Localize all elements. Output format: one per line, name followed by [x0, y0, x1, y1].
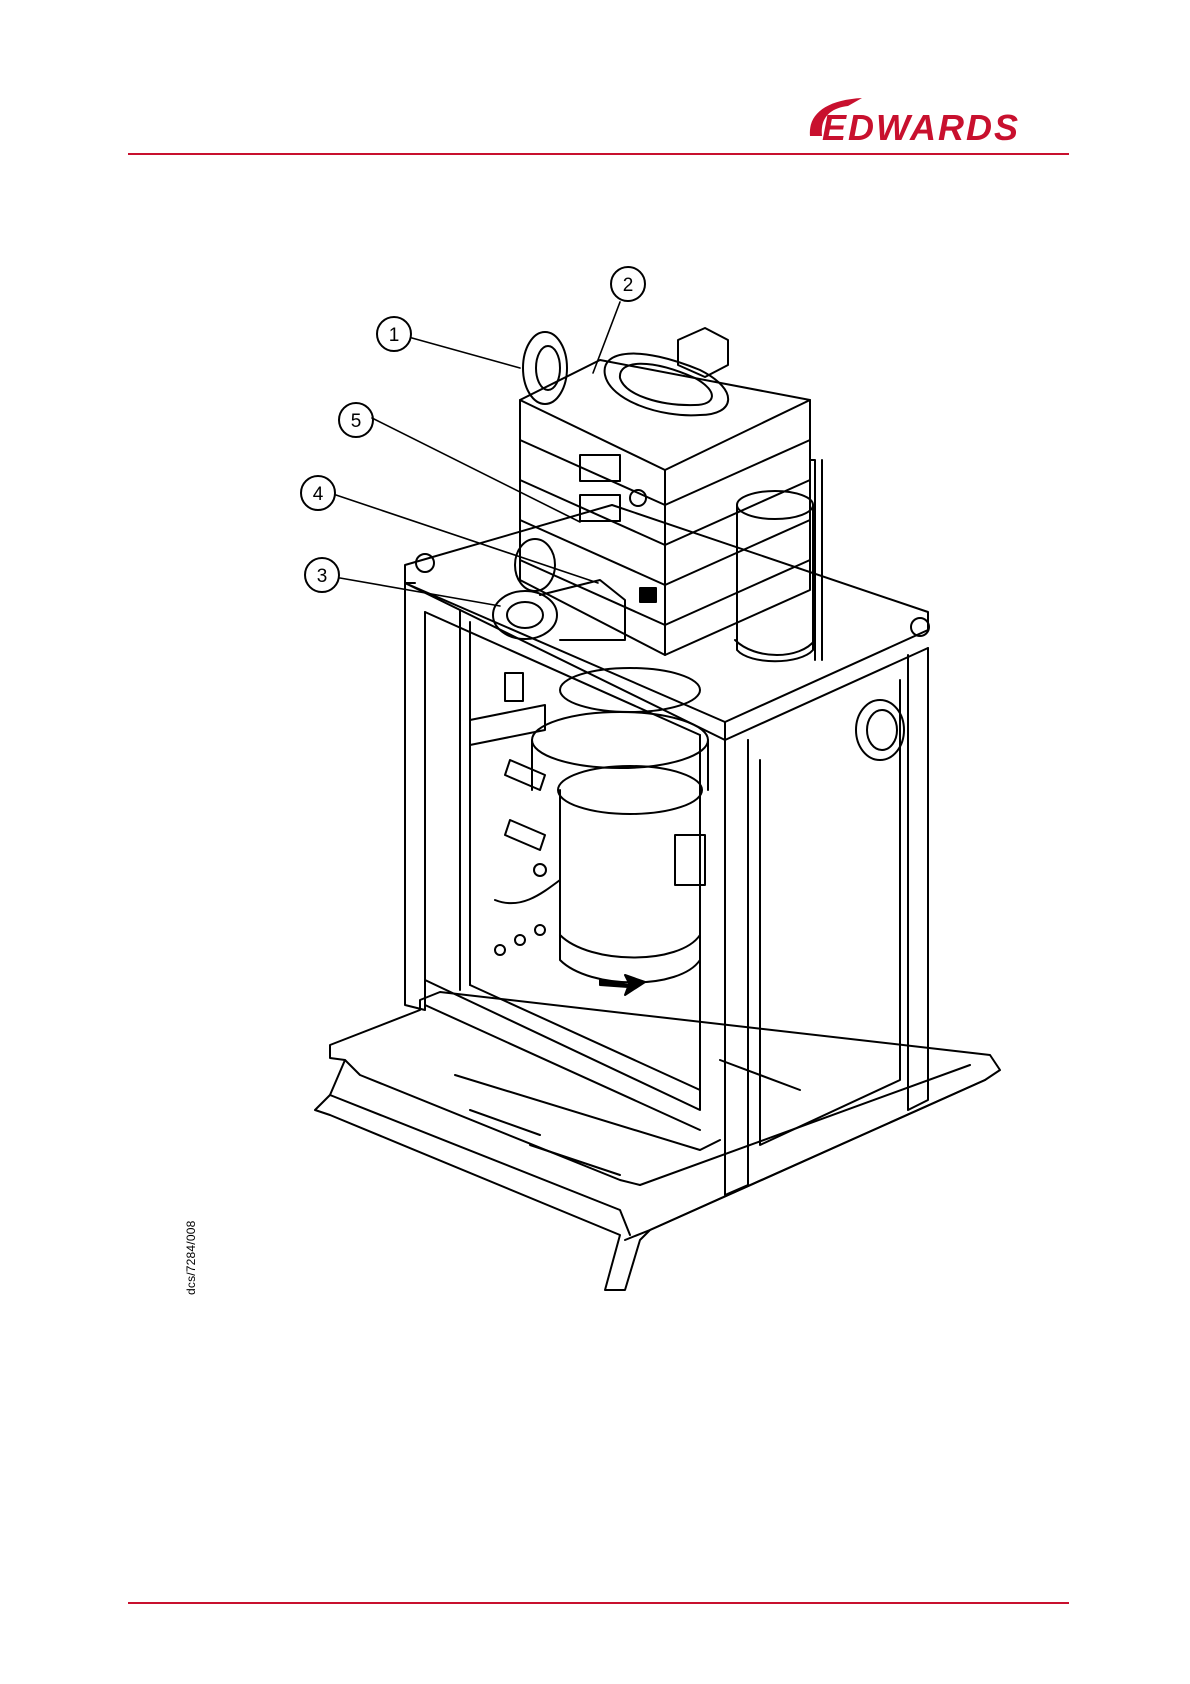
rotation-arrow-icon	[600, 975, 645, 995]
inlet-flange	[523, 332, 567, 404]
callout-1: 1	[377, 317, 411, 351]
support-frame	[405, 505, 928, 1195]
callout-1-label: 1	[389, 325, 400, 346]
callout-5-label: 5	[351, 411, 362, 432]
leader-4	[336, 495, 598, 583]
callout-4-label: 4	[313, 484, 324, 505]
gas-ballast-valves	[470, 673, 560, 955]
footer-rule	[128, 1602, 1069, 1604]
leader-1	[412, 338, 520, 368]
callout-5: 5	[339, 403, 373, 437]
callout-2-label: 2	[623, 275, 634, 296]
side-port	[856, 700, 904, 760]
callout-3: 3	[305, 558, 339, 592]
callout-4: 4	[301, 476, 335, 510]
callout-3-label: 3	[317, 566, 328, 587]
leader-3	[340, 578, 500, 606]
callout-leaders	[336, 302, 620, 606]
drawing-reference: dcs/7284/008	[184, 1135, 200, 1295]
callout-2: 2	[611, 267, 645, 301]
base-skid	[315, 992, 1000, 1290]
motor	[532, 668, 708, 995]
leader-5	[372, 418, 580, 522]
